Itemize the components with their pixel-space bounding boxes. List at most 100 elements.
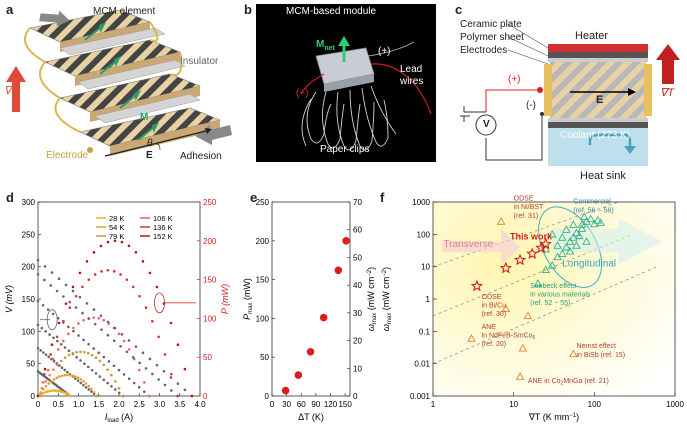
p-point (127, 348, 131, 351)
xtick-label-d: 1.5 (93, 400, 105, 409)
p-point (46, 368, 50, 372)
p-point (114, 380, 117, 383)
svg-text:in BiSb (ref. 15): in BiSb (ref. 15) (576, 352, 625, 359)
data-triangle (569, 233, 578, 241)
p-point (87, 384, 91, 388)
annot-ane-co2mnga: ANE in Co2MnGa (ref. 21) (528, 378, 609, 387)
annot-seebeck: Seebeck effect (530, 283, 576, 290)
v-point (117, 368, 121, 372)
v-point (120, 332, 124, 336)
p-point (121, 394, 125, 398)
p-point (50, 379, 53, 383)
v-point (36, 273, 40, 276)
p-point (43, 367, 47, 371)
p-point (69, 394, 72, 398)
p-point (106, 240, 110, 244)
data-triangle (577, 224, 587, 232)
y2tick-label-e: 10 (353, 364, 362, 373)
v-point (131, 356, 135, 359)
y2tick-label-e: 30 (353, 309, 362, 318)
v-point (43, 278, 46, 282)
y2tick-label-d: 200 (203, 237, 217, 246)
p-point (127, 244, 131, 248)
v-point (57, 277, 61, 281)
v-point (99, 314, 103, 318)
data-triangle (572, 228, 581, 237)
v-point (74, 377, 77, 380)
p-point (62, 339, 65, 343)
this-work-star (470, 279, 484, 292)
xtick-label-f: 1000 (666, 400, 684, 409)
legend-entry-d: 152 K (153, 232, 173, 241)
v-point (155, 363, 159, 367)
p-point (122, 339, 126, 343)
v-point (87, 317, 91, 320)
ytick-label-d: 250 (22, 230, 36, 239)
v-point (94, 372, 98, 375)
pmax-point (319, 313, 328, 322)
v-point (169, 376, 173, 379)
v-point (36, 346, 40, 350)
y2tick-label-e: 50 (353, 253, 362, 262)
v-point (42, 351, 45, 354)
p-point (49, 353, 53, 356)
xtick-label-d: 1.0 (73, 400, 85, 409)
p-point (102, 363, 106, 367)
p-point (67, 332, 70, 336)
legend-entry-d: 106 K (153, 214, 173, 223)
data-triangle (569, 349, 578, 358)
v-point (43, 265, 47, 268)
v-point (86, 365, 90, 369)
p-point (78, 271, 82, 275)
p-point (151, 319, 154, 323)
ytick-label-e: 250 (256, 198, 270, 207)
v-point (157, 378, 160, 381)
p-point (82, 318, 85, 322)
v-point (36, 323, 40, 327)
ytick-label-d: 150 (22, 295, 36, 304)
p-point (50, 343, 54, 346)
xtick-label-e: 0 (270, 400, 275, 409)
label-minus-c: (-) (526, 100, 536, 111)
annot-this-work: This work (510, 231, 553, 241)
label-electrode: Electrode (46, 150, 89, 161)
label-grad-t-c: ∇T (660, 87, 675, 99)
xtick-label-d: 0.5 (53, 400, 65, 409)
panel-c-schematic (460, 23, 680, 166)
p-point (66, 373, 69, 377)
xtick-label-e: 90 (311, 400, 320, 409)
v-point (63, 346, 67, 349)
v-point (143, 390, 146, 393)
p-point (92, 316, 95, 319)
module-photo (300, 36, 432, 151)
p-point (55, 335, 59, 339)
label-polymer-sheet: Polymer sheet (460, 32, 524, 43)
label-minus-b: (−) (296, 88, 309, 99)
ytick-label-e: 50 (260, 353, 269, 362)
p-point (71, 374, 75, 378)
ylabel-d: V (mV) (4, 285, 14, 313)
data-triangle (515, 372, 525, 380)
v-point (36, 299, 40, 303)
v-point (137, 386, 141, 389)
p-point (71, 351, 75, 355)
p-point (52, 378, 56, 381)
data-triangle (553, 241, 562, 249)
xtick-label-d: 3.5 (174, 400, 186, 409)
v-point (141, 351, 145, 355)
p-point (144, 306, 148, 309)
p-point (43, 372, 46, 376)
v-point (92, 347, 95, 350)
data-triangle (467, 334, 476, 342)
v-point (98, 375, 102, 378)
p-point (48, 373, 51, 377)
heater-block (548, 44, 648, 52)
v-point (151, 372, 154, 376)
v-point (114, 388, 117, 391)
p-point (57, 321, 61, 325)
ytick-label-f: 10 (421, 263, 430, 272)
y2tick-label-e: 20 (353, 337, 362, 346)
magnetization-arrows (84, 21, 160, 141)
data-triangle (569, 220, 578, 228)
p-point (67, 353, 71, 357)
